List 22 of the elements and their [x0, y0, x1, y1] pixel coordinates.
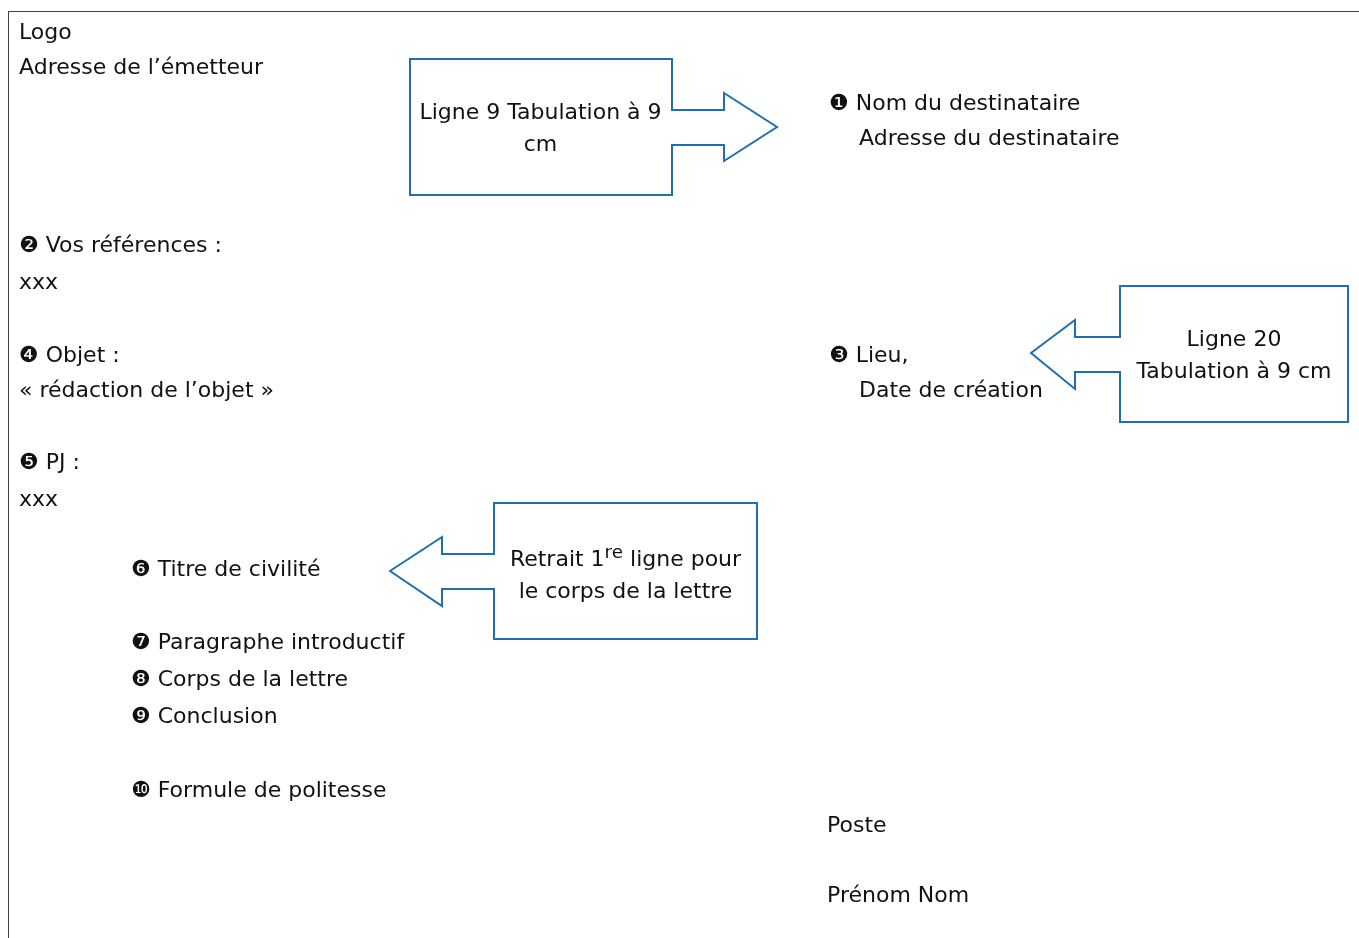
letter-field-text: ❸ Lieu,	[829, 342, 909, 369]
letter-field-text: ❻ Titre de civilité	[131, 556, 321, 583]
letter-field-text: ❶ Nom du destinataire	[829, 90, 1081, 117]
letter-field-text: Logo	[19, 19, 72, 46]
letter-field-text: ❿ Formule de politesse	[131, 777, 387, 804]
letter-field-text: ❾ Conclusion	[131, 703, 278, 730]
callout-text: Retrait 1$^{re}$ ligne pour le corps de la lettre	[508, 539, 743, 606]
letter-field-text: Poste	[827, 812, 887, 839]
callout-text: Ligne 20 Tabulation à 9 cm	[1135, 324, 1333, 385]
letter-field-text: ❽ Corps de la lettre	[131, 666, 349, 693]
letter-field-text: ❺ PJ :	[19, 449, 80, 476]
letter-field-text: « rédaction de l’objet »	[19, 377, 274, 404]
letter-field-text: ❹ Objet :	[19, 342, 120, 369]
letter-field-text: xxx	[19, 486, 59, 513]
letter-field-text: ❷ Vos références :	[19, 232, 222, 259]
letter-field-text: xxx	[19, 269, 59, 296]
letter-field-text: Adresse de l’émetteur	[19, 54, 264, 81]
letter-field-text: Prénom Nom	[827, 882, 970, 909]
letter-field-text: Date de création	[859, 377, 1043, 404]
letter-field-text: Adresse du destinataire	[859, 125, 1120, 152]
callout-text: Ligne 9 Tabulation à 9 cm	[419, 97, 662, 158]
letter-field-text: ❼ Paragraphe introductif	[131, 629, 405, 656]
